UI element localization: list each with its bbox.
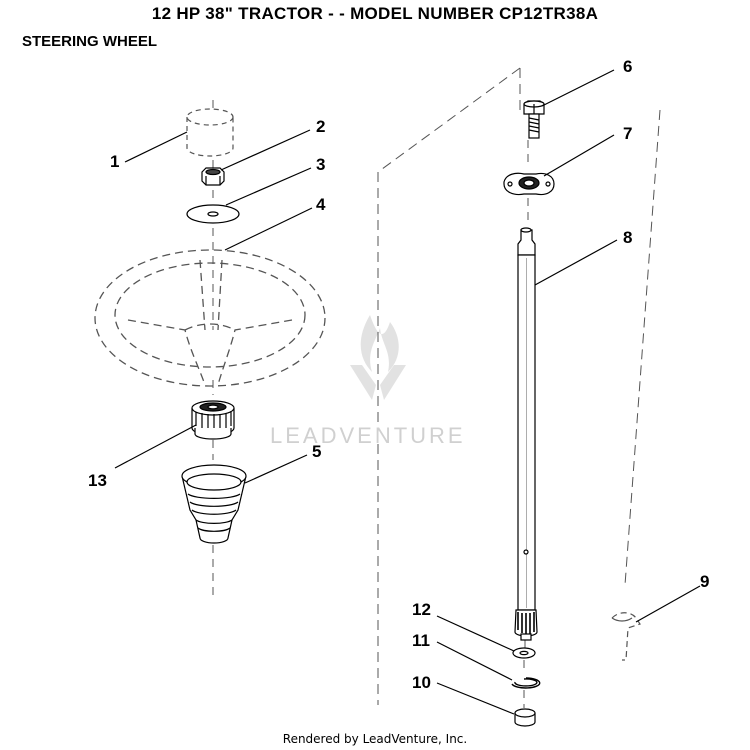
callout-11: 11 [412, 631, 430, 650]
part-4-steering-wheel [94, 249, 326, 387]
callout-10: 10 [412, 673, 431, 692]
part-8-steering-shaft [517, 227, 536, 611]
callout-7: 7 [623, 124, 633, 143]
callout-6: 6 [623, 57, 633, 76]
callout-13: 13 [88, 471, 107, 490]
shaft-pinion-gear [514, 609, 538, 641]
part-11-retaining-ring [511, 677, 541, 689]
part-1-cap [186, 108, 234, 157]
right-centerline [523, 140, 529, 708]
part-6-bolt [523, 100, 545, 139]
footer-credit: Rendered by LeadVenture, Inc. [282, 732, 468, 746]
section-title: STEERING WHEEL [22, 33, 158, 50]
callout-4: 4 [316, 195, 326, 214]
page-title: 12 HP 38" TRACTOR - - MODEL NUMBER CP12T… [151, 4, 599, 23]
part-3-washer [186, 204, 240, 224]
part-2-nut [201, 167, 225, 186]
part-5-boot [181, 464, 247, 544]
callout-5: 5 [312, 442, 322, 461]
callout-1: 1 [110, 152, 120, 171]
callout-2: 2 [316, 117, 326, 136]
part-13-hub [191, 400, 235, 440]
part-7-flange-bearing [503, 172, 555, 196]
part-9-bracket [611, 612, 641, 661]
callout-12: 12 [412, 600, 431, 619]
watermark-text: LEADVENTURE [270, 423, 466, 448]
part-12-washer [512, 647, 536, 659]
callout-9: 9 [700, 572, 710, 591]
dashed-frame [377, 67, 661, 705]
callout-8: 8 [623, 228, 633, 247]
part-10-cap-nut [514, 708, 536, 727]
watermark-logo [350, 315, 406, 400]
leader-lines [114, 69, 701, 715]
callout-3: 3 [316, 155, 326, 174]
